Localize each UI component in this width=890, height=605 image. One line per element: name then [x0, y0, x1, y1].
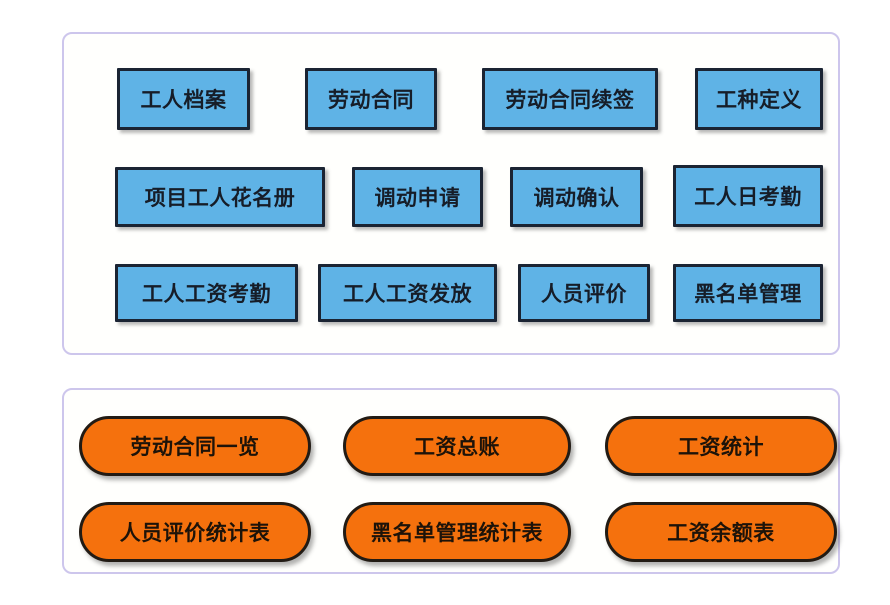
- report-button-1[interactable]: 工资总账: [343, 416, 571, 476]
- form-button-10[interactable]: 人员评价: [518, 264, 650, 322]
- report-button-2[interactable]: 工资统计: [605, 416, 837, 476]
- form-button-2[interactable]: 劳动合同续签: [482, 68, 658, 130]
- form-button-8[interactable]: 工人工资考勤: [115, 264, 298, 322]
- form-button-5[interactable]: 调动申请: [352, 167, 483, 227]
- report-button-4[interactable]: 黑名单管理统计表: [343, 502, 571, 562]
- report-button-0[interactable]: 劳动合同一览: [79, 416, 311, 476]
- form-button-3[interactable]: 工种定义: [695, 68, 823, 130]
- form-button-4[interactable]: 项目工人花名册: [115, 167, 325, 227]
- form-button-0[interactable]: 工人档案: [117, 68, 250, 130]
- form-button-6[interactable]: 调动确认: [510, 167, 643, 227]
- form-button-9[interactable]: 工人工资发放: [318, 264, 497, 322]
- report-button-3[interactable]: 人员评价统计表: [79, 502, 311, 562]
- form-button-11[interactable]: 黑名单管理: [673, 264, 823, 322]
- report-button-5[interactable]: 工资余额表: [605, 502, 837, 562]
- form-button-7[interactable]: 工人日考勤: [673, 165, 823, 227]
- form-button-1[interactable]: 劳动合同: [305, 68, 437, 130]
